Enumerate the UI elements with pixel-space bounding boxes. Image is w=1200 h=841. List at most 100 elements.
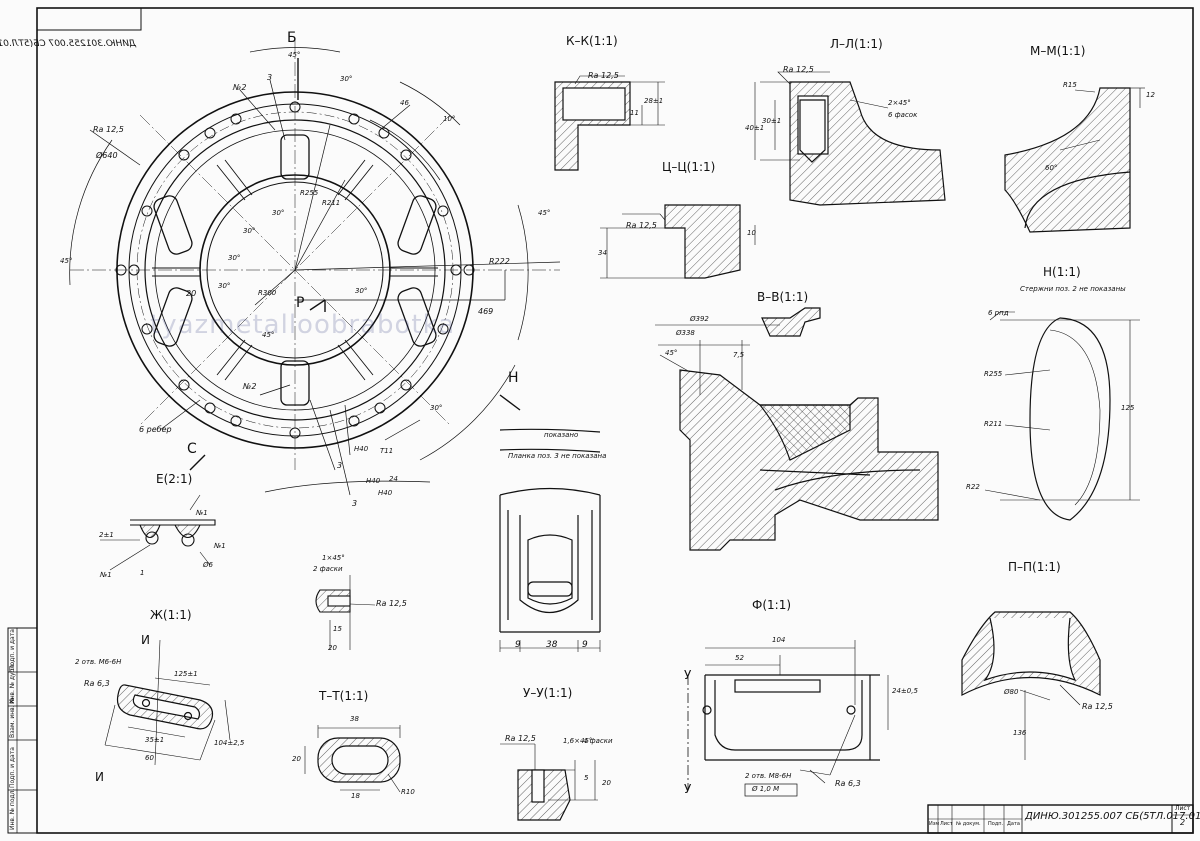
dim-r300: R300 [258,289,277,297]
title-pp: П–П(1:1) [1008,560,1061,574]
hole-detail [315,575,376,650]
section-yy [500,743,598,821]
dim-r222: R222 [489,257,510,266]
detail-n [984,311,1140,521]
ff-holes: 2 отв. М8-6Н [745,772,792,780]
zh-d125: 125±1 [174,670,198,678]
dim-a30-6: 30° [355,287,368,295]
dim-a30-1: 30° [340,75,353,83]
title-block-code: ДИНЮ.301255.007 СБ(5ТЛ.017.016) [1025,811,1200,822]
section-pp [961,611,1101,760]
ee-d6: Ø6 [203,561,213,569]
title-tt: Т–Т(1:1) [319,689,369,703]
title-mm: М–М(1:1) [1030,44,1086,58]
title-cc: Ц–Ц(1:1) [662,160,716,174]
vv-d75: 7,5 [733,351,745,359]
dim-a45-left: 45° [60,257,73,265]
dim-r255: R255 [300,189,319,197]
watermark: tyazmetalloobrabotka [150,310,456,340]
vv-d392: Ø392 [690,315,709,323]
mm-d12: 12 [1146,91,1155,99]
zh-d35: 35±1 [145,736,165,744]
mark-p24: 24 [389,475,398,483]
dim-a30-3: 30° [243,227,256,235]
sheet-label: Лист [1175,805,1191,812]
nn-r255: R255 [984,370,1003,378]
ff-d24: 24±0,5 [892,687,918,695]
dim-a45-bottom: 45° [262,331,275,339]
frame-cell-0: Изм [929,821,940,827]
dim-46: 46 [400,99,409,107]
title-zh: Ж(1:1) [150,608,192,622]
section-label-p: Р [296,295,305,311]
note-plank: Планка поз. 3 не показана [508,452,607,460]
ff-cut-top: У [684,668,692,682]
title-ll: Л–Л(1:1) [830,37,883,51]
section-label-b: Б [287,30,297,46]
section-label-c: С [187,441,197,457]
section-vv [655,307,939,551]
hole-ch: 1×45° [322,554,345,562]
yy-ra: Ra 12,5 [505,734,536,743]
tt-r10: R10 [401,788,415,796]
dim-a45-right: 45° [538,209,551,217]
ll-ch2: 6 фасок [888,111,918,119]
note-ribs: 6 ребер [139,425,172,434]
note-shown: показано [544,431,579,439]
dim-d640: Ø640 [96,151,118,160]
drawing-frame [7,7,1194,834]
dim-a30-4: 30° [228,254,241,262]
nn-fr: 6 рпд [988,309,1009,317]
frame-cell-2: № докум. [956,821,981,827]
ff-ra: Ra 6,3 [835,779,861,788]
mark-h40b: Н40 [366,477,381,485]
hole-fa: 2 фаски [313,565,343,573]
kk-d2: 11 [630,109,639,117]
center-lines [70,40,560,470]
ee-n2: №1 [214,542,226,550]
section-kk [554,75,665,171]
hole-d15: 15 [333,625,342,633]
ff-cut-bottom: У [684,782,692,796]
ll-d1: 40±1 [745,124,765,132]
ff-d52: 52 [735,654,744,662]
detail-e [100,494,216,571]
ribs [152,159,438,381]
ll-d2: 30±1 [762,117,782,125]
frame-cell-3: Подп. [988,821,1004,827]
dim-469: 469 [478,307,494,316]
dim-r211: R211 [322,199,341,207]
tt-d18: 18 [351,792,360,800]
section-mm [1004,87,1145,233]
drawing-code-top: ДИНЮ.301255.007 СБ(5ТЛ.017.016) [0,39,136,49]
pp-ra: Ra 12,5 [1082,702,1113,711]
tt-d20: 20 [292,755,301,763]
title-ff: Ф(1:1) [752,598,792,612]
main-view [69,40,561,496]
hole-ra: Ra 12,5 [376,599,407,608]
ee-d12: 1 [140,569,145,577]
hole-d20: 20 [328,644,337,652]
mark-h40c: Н40 [378,489,393,497]
pos-2a: №2 [233,83,247,92]
pos-2b: №2 [243,382,257,391]
yy-ch: 1,6×45° [563,737,593,745]
mark-h40a: Н40 [354,445,369,453]
nn-r211: R211 [984,420,1003,428]
frame-cell-1: Лист [940,821,953,827]
sheet-number: 2 [1180,818,1186,827]
zh-d60: 60 [145,754,154,762]
dim-20: 20 [186,289,197,298]
kk-ra: Ra 12,5 [588,71,619,80]
nn-note: Стержни поз. 2 не показаны [1020,285,1126,293]
vv-d338: Ø338 [676,329,695,337]
vv-a45: 45° [665,349,678,357]
tt-d38: 38 [350,715,359,723]
dim-a30-7: 30° [430,404,443,412]
zh-cut-top: И [141,633,150,647]
yy-d20: 20 [602,779,611,787]
kk-d1: 28±1 [644,97,664,105]
detail-zh [104,639,231,766]
pp-d80: Ø80 [1004,688,1019,696]
